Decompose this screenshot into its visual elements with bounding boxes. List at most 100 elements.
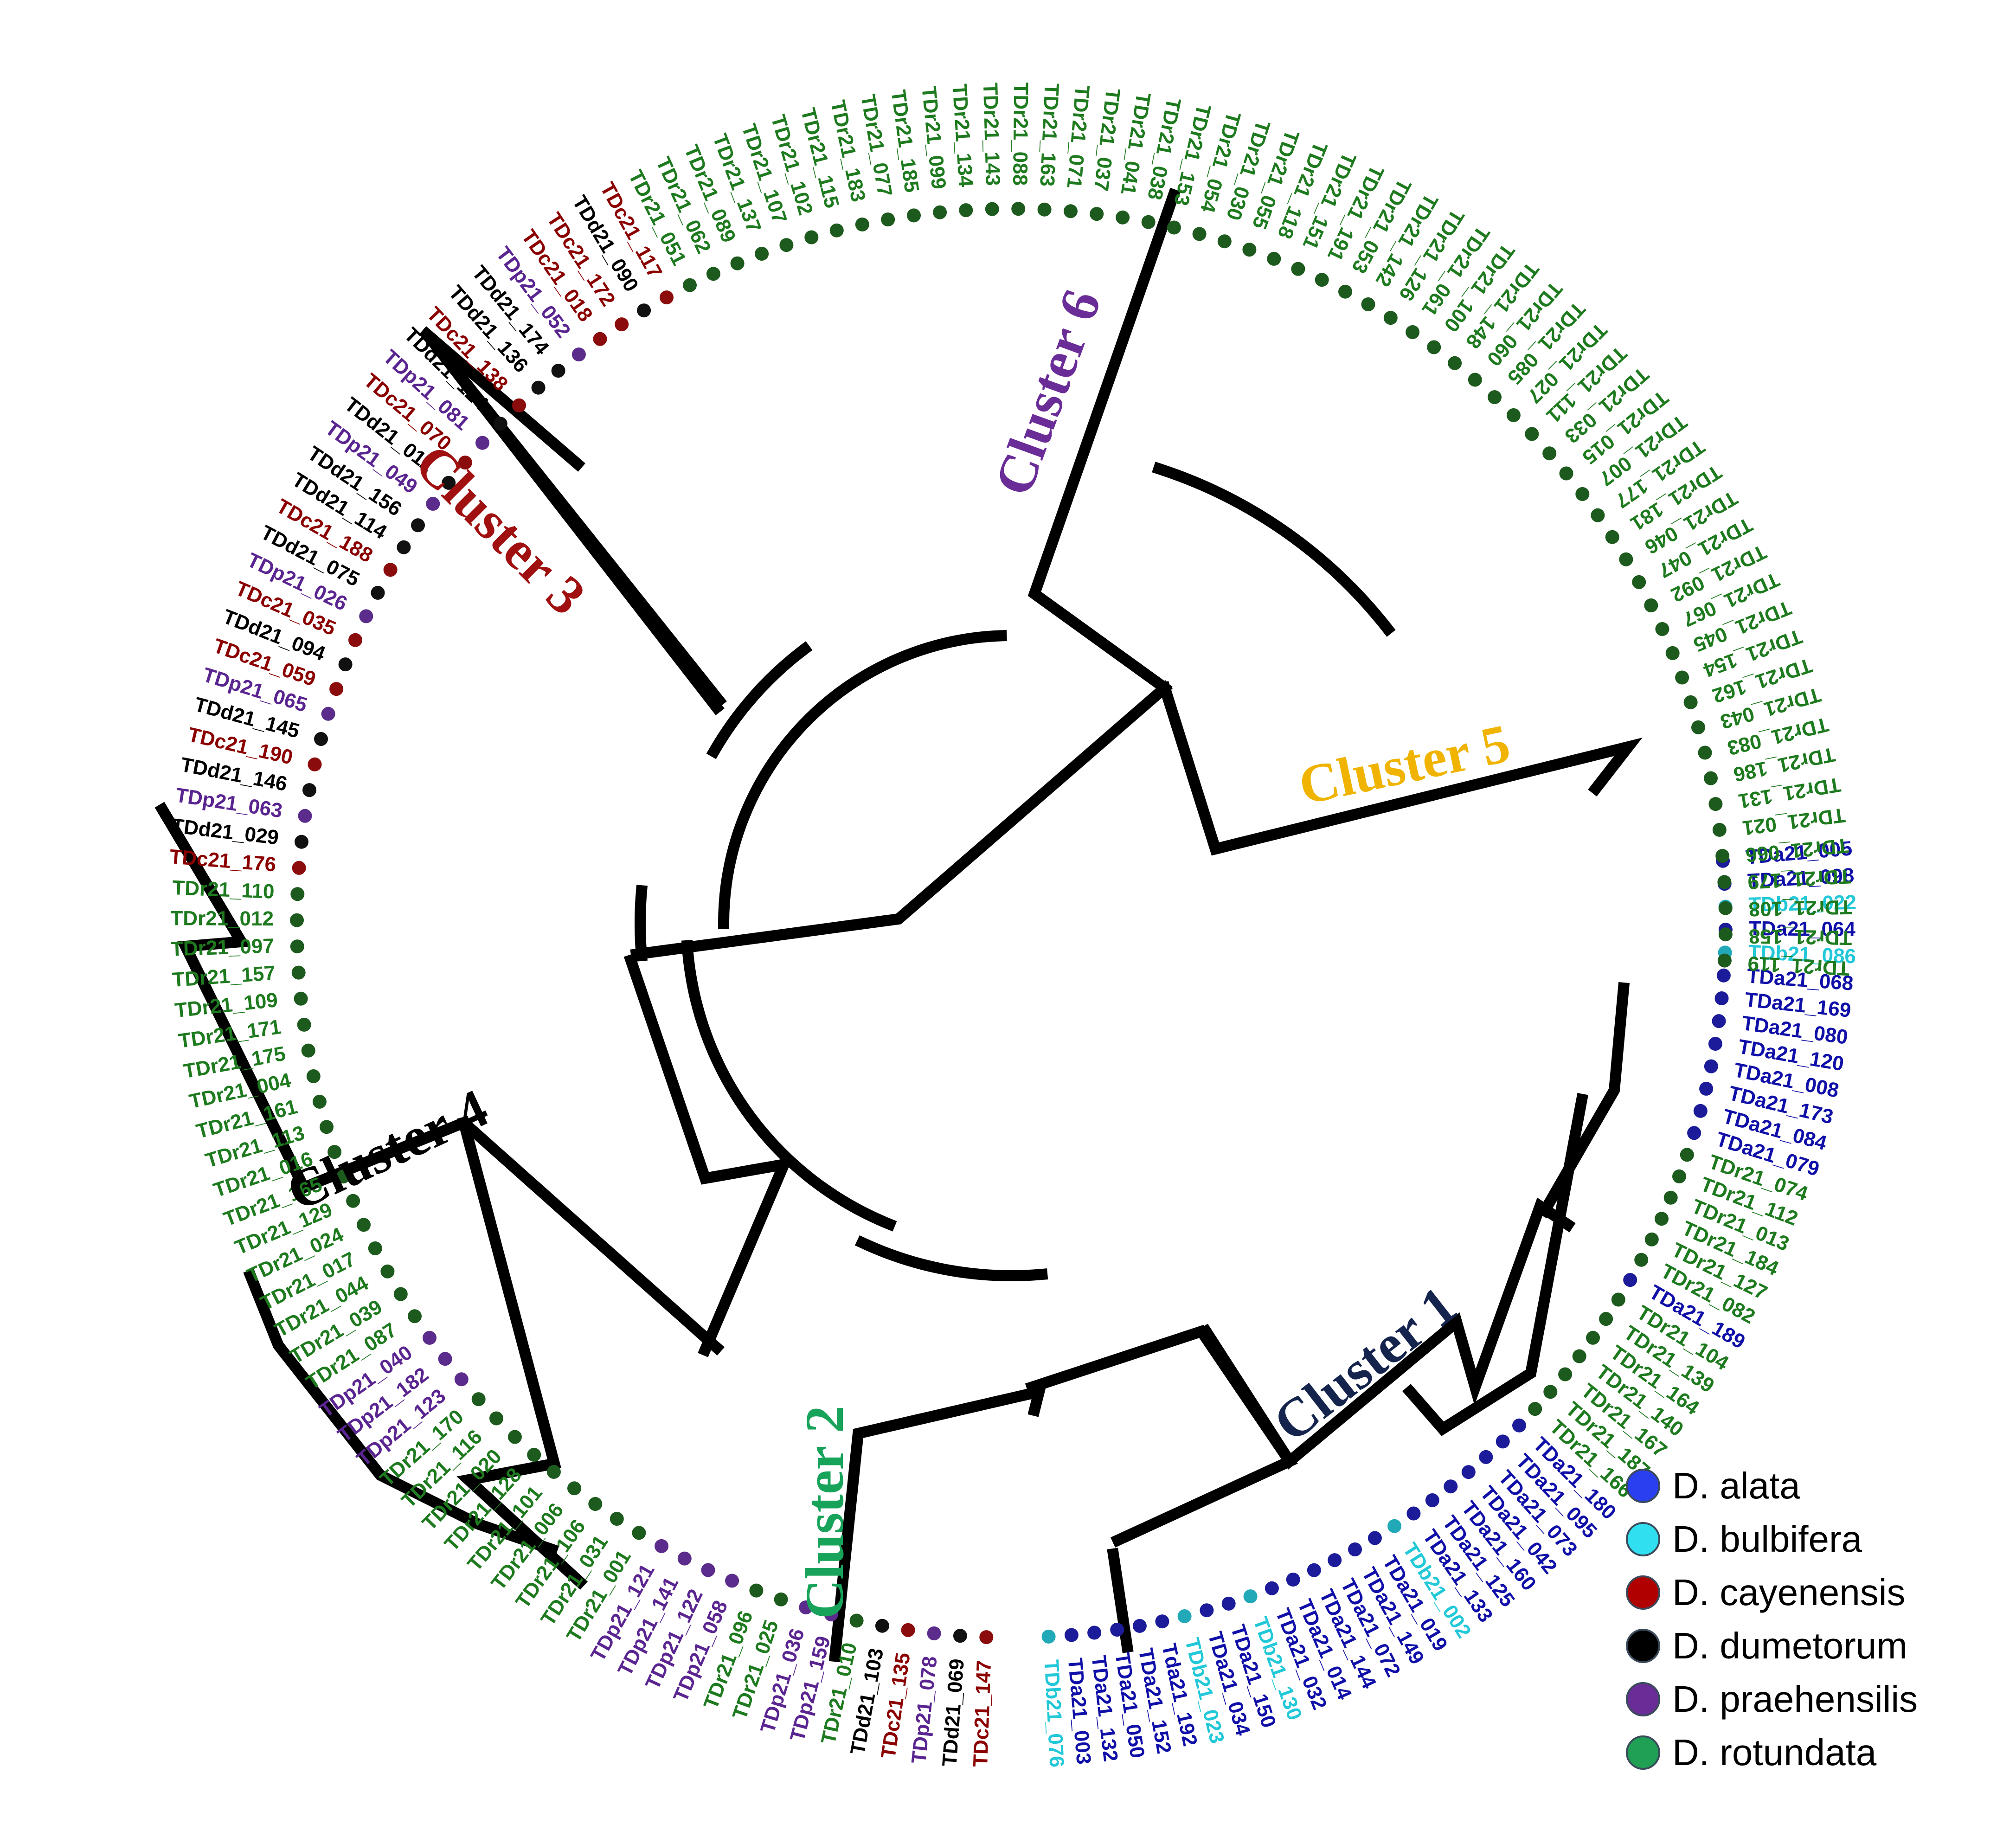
branch [1157,681,1643,856]
tip-dot [1064,204,1078,218]
tip-dot [320,1120,334,1134]
tip-dot [426,497,440,511]
tip-dot [531,380,546,395]
tip-dot [1192,227,1207,241]
tip-dot [1718,927,1733,942]
tip-dot [953,1629,967,1643]
tip-dot [824,1607,838,1622]
legend-swatch-icon [1626,1735,1660,1770]
tip-dot [1586,1330,1600,1345]
tip-dot [1406,1506,1421,1521]
branch [706,641,813,759]
tip-dot [1704,1059,1718,1073]
tip-dot [408,1309,422,1324]
tip-dot [1715,849,1730,863]
tip-dot [1716,968,1731,983]
tip-dot [1634,1253,1649,1267]
tip-dot [442,475,456,490]
tip-dot [1496,1434,1510,1449]
tip-dot [507,1430,522,1444]
tip-dot [1132,1619,1147,1633]
tip-dot [1425,1493,1439,1507]
tip-dot [610,1512,624,1526]
tip-dot [615,317,629,332]
tip-label: TDr21_071 [1063,84,1094,189]
tip-dot [302,783,316,797]
tip-label: TDr21_158 [1748,925,1852,949]
tip-label: TDb21_022 [1748,891,1856,916]
tip-dot [1348,1542,1362,1556]
tip-dot [1712,1014,1726,1028]
tip-dot [298,809,312,823]
tip-label: TDp21_078 [907,1655,942,1765]
tip-dot [1242,243,1257,257]
tip-dot [959,203,973,218]
tip-label: TDr21_088 [1008,82,1032,186]
tip-dot [701,1563,715,1577]
tip-dot [1543,1385,1558,1399]
tip-dot [985,202,999,216]
tip-dot [306,1069,321,1083]
tip-dot [397,540,411,554]
tip-dot [683,278,697,292]
branch [634,885,648,962]
tip-dot [1468,373,1482,387]
tip-dot [527,1448,541,1462]
tip-dot [1116,210,1130,225]
tip-dot [475,436,489,450]
branch [1025,1324,1298,1548]
tip-dot [338,657,353,672]
tip-label: TDr21_097 [170,934,274,960]
tip-dot [1619,552,1633,566]
tip-dot [1644,598,1658,612]
tip-label: TDc21_176 [169,845,277,876]
branch [828,1384,1047,1663]
tip-dot [291,965,306,980]
tip-dot [1718,901,1733,915]
tip-dot [1090,207,1104,221]
tip-dot [1506,408,1521,422]
tip-dot [1704,771,1718,785]
tip-dot [1644,1232,1659,1246]
tip-dot [875,1619,889,1633]
branch [630,680,1173,961]
tip-dot [308,757,322,771]
branch [1402,1093,1588,1436]
tip-dot [1623,1273,1637,1287]
tip-dot [799,1600,813,1614]
tip-dot [1315,273,1329,287]
legend-item: D. cayenensis [1626,1566,1918,1619]
tip-dot [706,267,720,281]
tip-dot [1558,1367,1573,1381]
tip-dot [1155,1614,1169,1629]
tip-dot [295,835,308,849]
tip-dot [321,707,335,721]
tip-label: TDr21_108 [1748,895,1852,920]
tip-dot [1217,234,1232,249]
tip-dot [292,861,306,875]
tip-dot [1632,575,1646,589]
tip-dot [901,1623,915,1637]
tip-dot [312,1094,327,1109]
tip-dot [1691,720,1705,734]
tip-dot [489,1411,503,1426]
legend-label: D. dumetorum [1672,1625,1907,1666]
tip-dot [1110,1623,1124,1637]
legend-label: D. rotundata [1672,1731,1877,1773]
tip-dot [471,1392,486,1407]
branch [1152,462,1396,637]
tip-dot [1693,1104,1708,1118]
tip-dot [749,1583,764,1598]
branch [854,1235,1048,1281]
tip-dot [1444,1479,1458,1494]
tip-label: TDr21_110 [172,876,275,903]
tip-labels: TDa21_005TDa21_098TDb21_022TDa21_064TDb2… [169,82,1857,1768]
tip-dot [1683,695,1698,709]
legend-label: D. cayenensis [1672,1571,1906,1613]
tip-dot [588,1497,603,1511]
tip-dot [1387,1519,1402,1533]
legend-item: D. dumetorum [1626,1619,1918,1672]
tip-dot [855,217,869,231]
tip-dot [512,398,526,412]
